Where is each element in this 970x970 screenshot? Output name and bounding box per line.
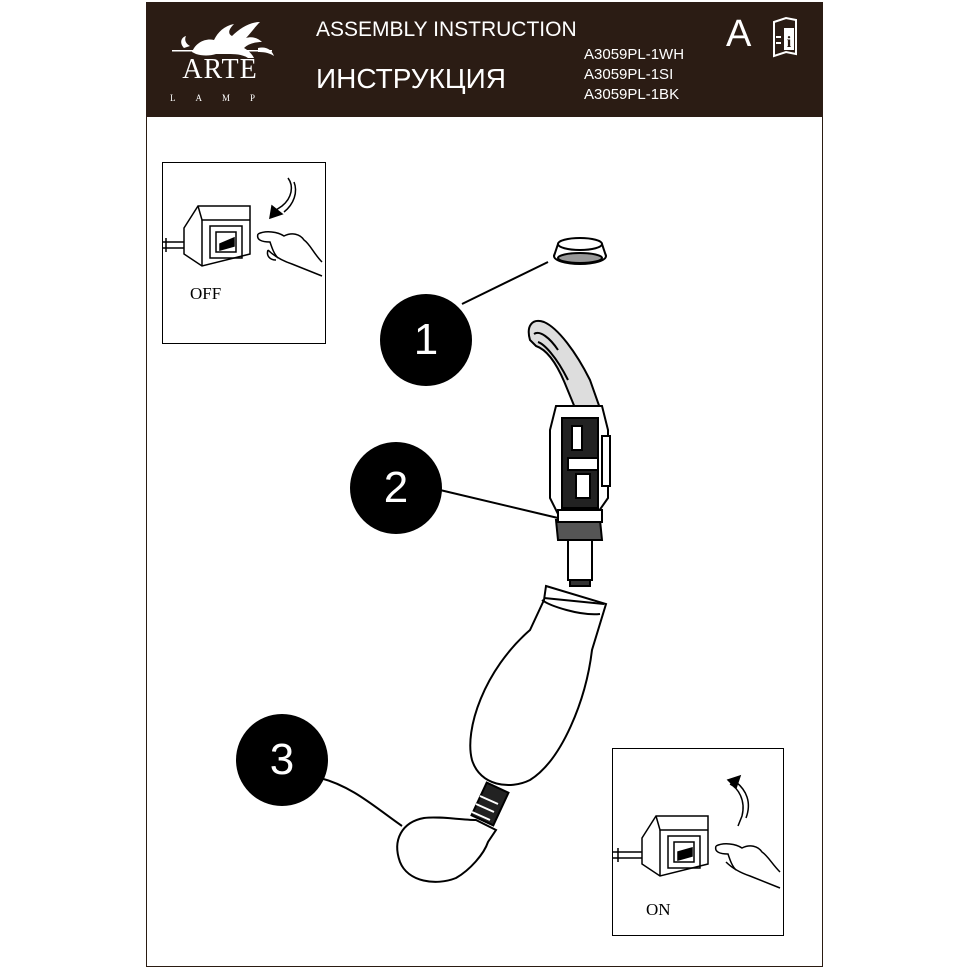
switch-on-illustration (612, 774, 781, 889)
info-book-icon: i (773, 16, 797, 58)
svg-text:i: i (787, 34, 792, 51)
model-list: A3059PL-1WH A3059PL-1SI A3059PL-1BK (584, 45, 684, 105)
model-code: A3059PL-1SI (584, 66, 674, 83)
step-3-badge: 3 (236, 714, 328, 806)
model-code: A3059PL-1BK (584, 86, 680, 103)
title-english: ASSEMBLY INSTRUCTION (316, 18, 577, 41)
on-label: ON (646, 900, 671, 919)
title-russian: ИНСТРУКЦИЯ (316, 63, 506, 94)
switch-off-illustration (162, 177, 323, 277)
model-code: A3059PL-1WH (584, 46, 685, 63)
off-label: OFF (190, 284, 222, 303)
step-1-badge: 1 (380, 294, 472, 386)
switch-off-panel (162, 162, 326, 344)
language-letter: A (726, 13, 752, 55)
lamp-exploded-view (396, 237, 611, 883)
brand-subtitle: LAMP (170, 93, 276, 103)
switch-on-panel (612, 748, 784, 936)
step-2-badge: 2 (350, 442, 442, 534)
header-bar (146, 2, 823, 117)
brand-name: ARTE (182, 54, 258, 85)
griffin-logo (172, 22, 274, 58)
